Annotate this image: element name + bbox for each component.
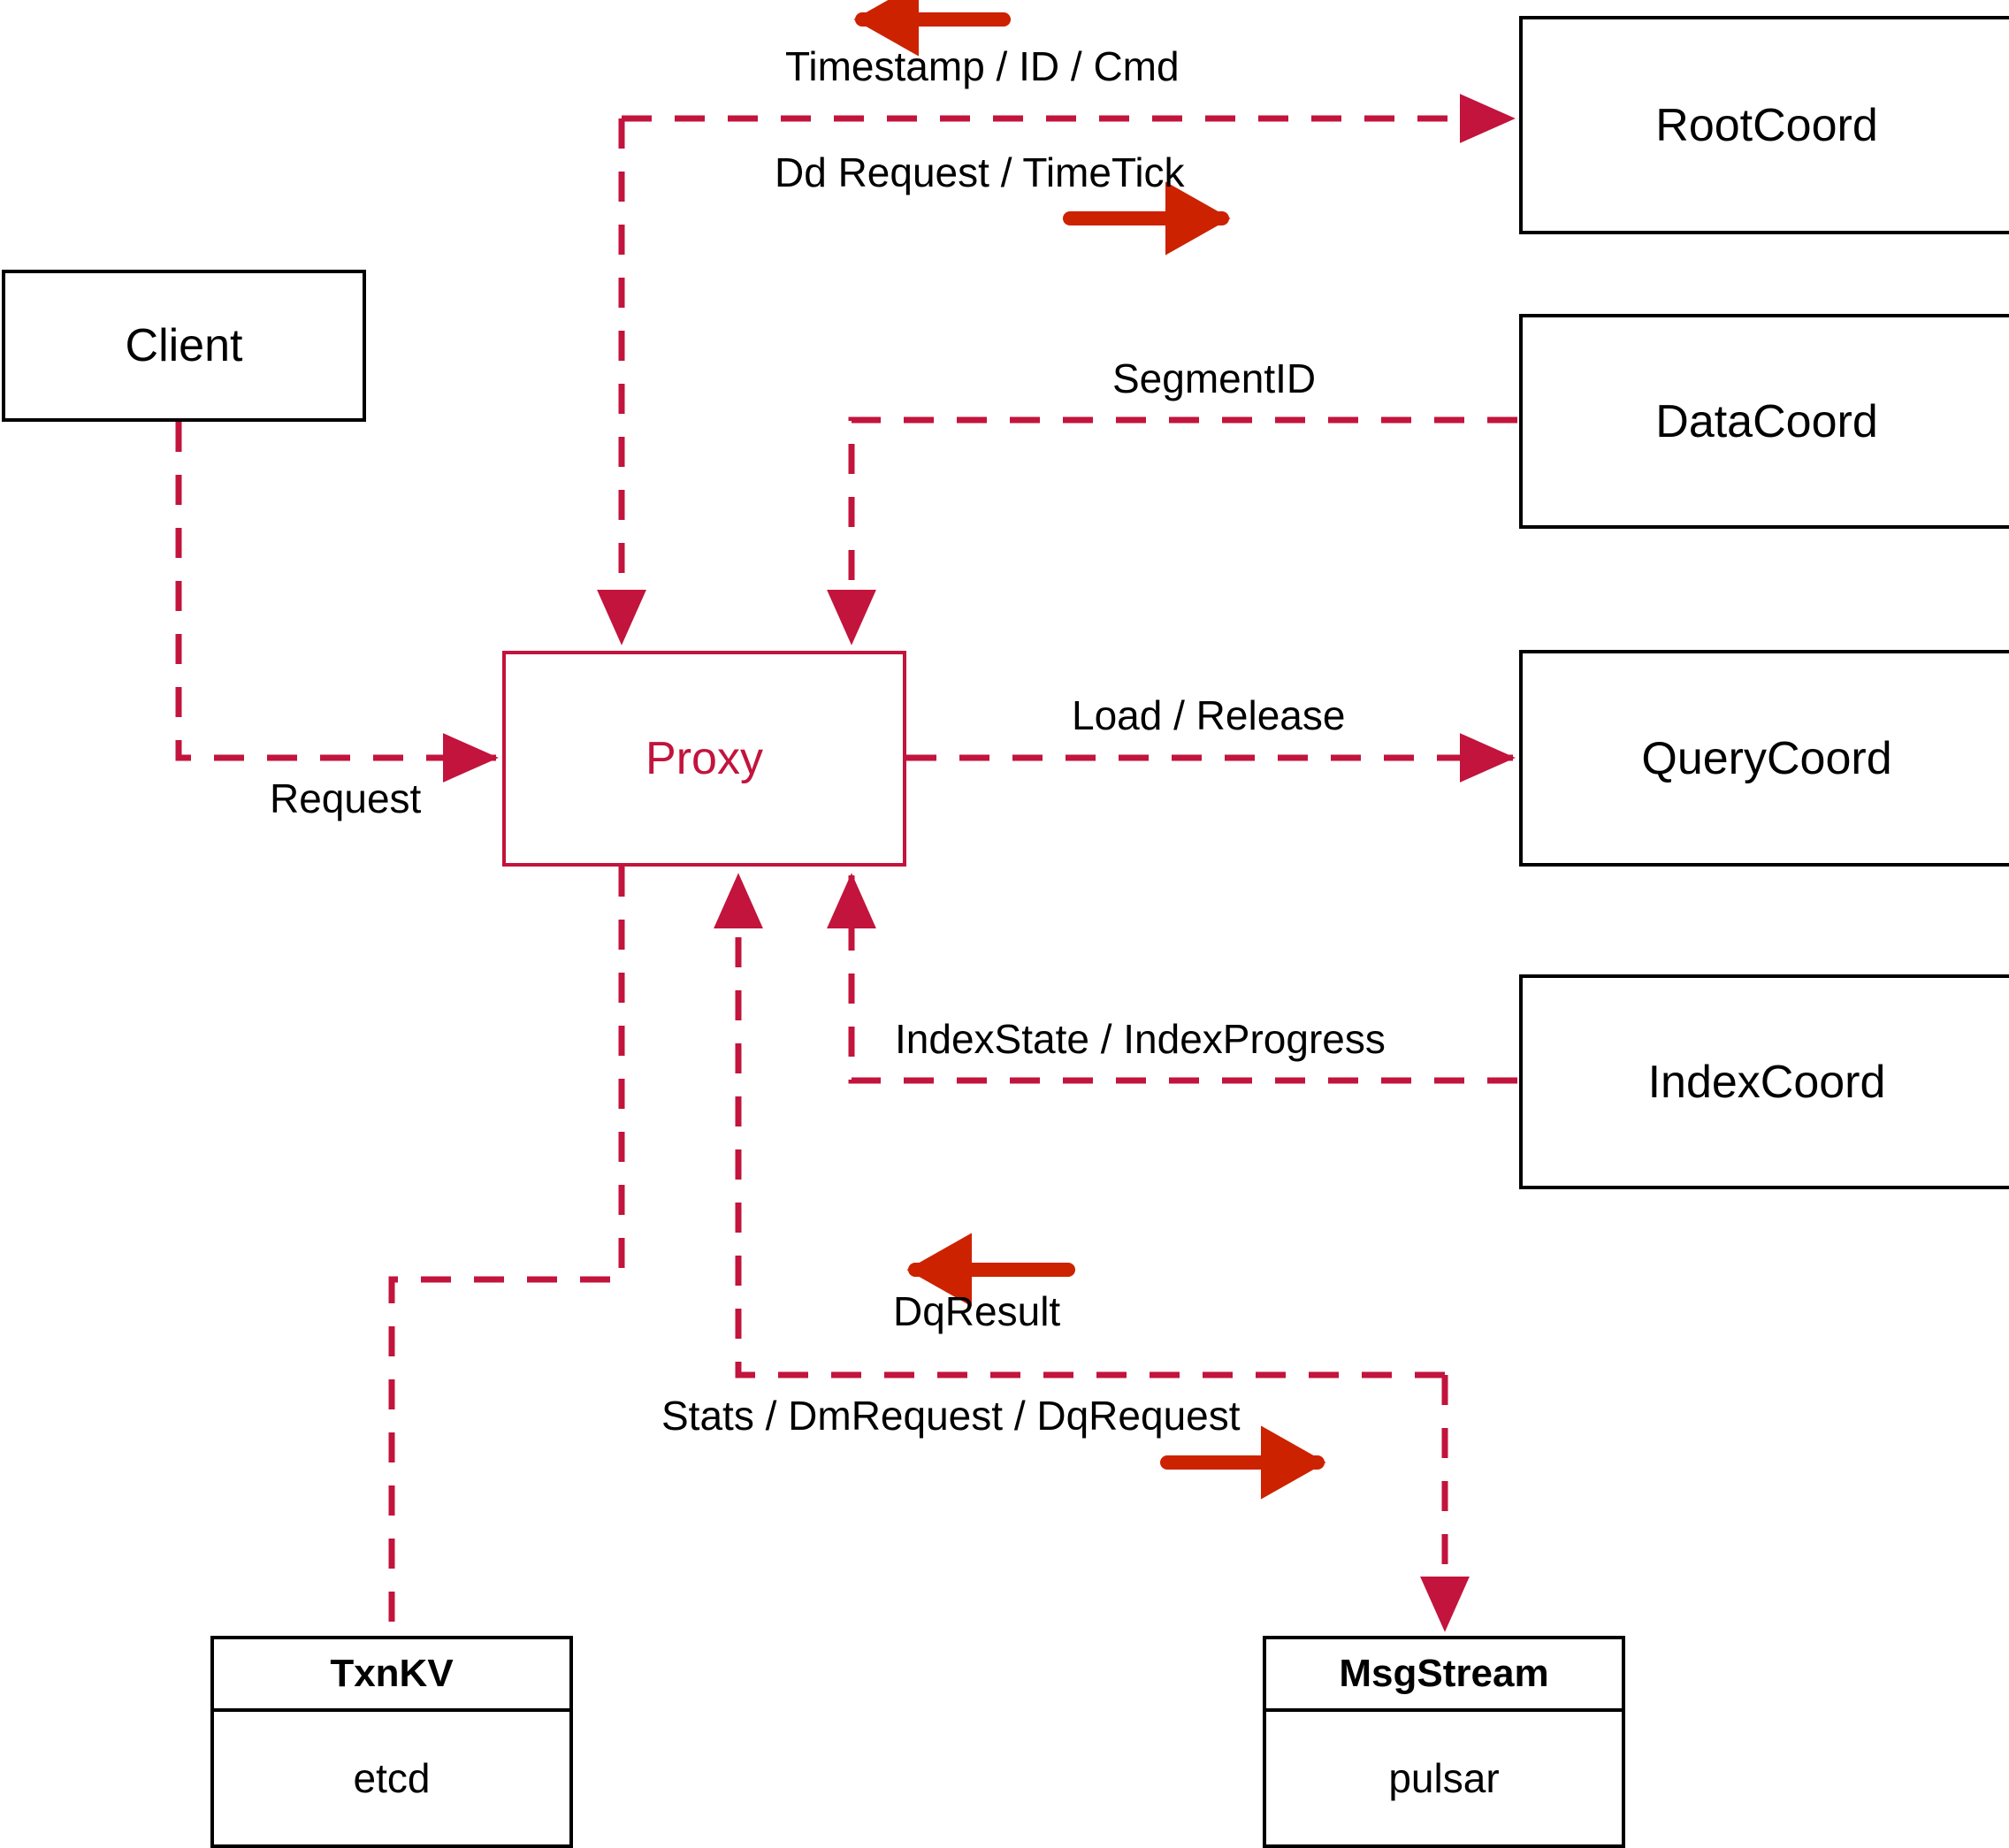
edge-label-request: Request: [270, 775, 422, 821]
wire-msgstream-to-proxy: [714, 873, 1445, 1378]
store-txnkv-header-label: TxnKV: [330, 1652, 454, 1695]
node-indexcoord-label: IndexCoord: [1647, 1056, 1886, 1108]
edge-label-index-state-progress: IndexState / IndexProgress: [895, 1016, 1386, 1062]
store-msgstream-body-label: pulsar: [1388, 1755, 1500, 1801]
edge-label-load-release: Load / Release: [1072, 692, 1346, 738]
store-msgstream-header: MsgStream: [1266, 1639, 1622, 1712]
wire-datacoord-to-proxy: [827, 416, 1517, 645]
store-msgstream-header-label: MsgStream: [1339, 1652, 1549, 1695]
store-msgstream-body: pulsar: [1266, 1712, 1622, 1844]
edge-label-timestamp-id-cmd: Timestamp / ID / Cmd: [785, 43, 1180, 89]
edge-label-stats-dm-dq-request: Stats / DmRequest / DqRequest: [661, 1393, 1241, 1439]
node-datacoord[interactable]: DataCoord: [1519, 314, 2009, 529]
node-client[interactable]: Client: [2, 270, 366, 422]
node-rootcoord[interactable]: RootCoord: [1519, 16, 2009, 234]
node-querycoord-label: QueryCoord: [1641, 732, 1892, 784]
wire-proxy-to-txnkv: [388, 867, 625, 1636]
node-proxy-label: Proxy: [645, 733, 763, 784]
wire-client-to-proxy: [175, 422, 499, 783]
node-querycoord[interactable]: QueryCoord: [1519, 650, 2009, 867]
node-client-label: Client: [125, 320, 243, 371]
edge-label-dq-result: DqResult: [893, 1288, 1061, 1334]
edge-label-segment-id: SegmentID: [1112, 355, 1317, 401]
node-proxy[interactable]: Proxy: [502, 651, 906, 867]
store-msgstream[interactable]: MsgStream pulsar: [1263, 1636, 1625, 1848]
edge-label-dd-request-timetick: Dd Request / TimeTick: [775, 149, 1185, 195]
store-txnkv[interactable]: TxnKV etcd: [210, 1636, 573, 1848]
node-indexcoord[interactable]: IndexCoord: [1519, 974, 2009, 1189]
store-txnkv-body-label: etcd: [353, 1755, 431, 1801]
store-txnkv-header: TxnKV: [214, 1639, 569, 1712]
store-txnkv-body: etcd: [214, 1712, 569, 1844]
node-rootcoord-label: RootCoord: [1655, 99, 1878, 151]
node-datacoord-label: DataCoord: [1655, 395, 1878, 447]
